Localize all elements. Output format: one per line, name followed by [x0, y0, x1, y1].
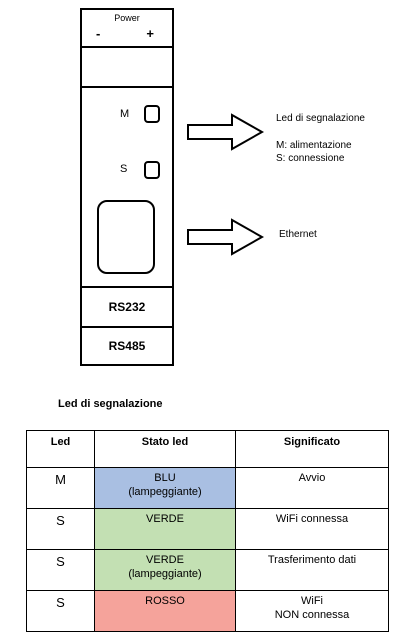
state-text: VERDE	[146, 554, 184, 566]
header-led: Led	[26, 430, 95, 468]
led-s-indicator	[144, 161, 160, 179]
rs232-section: RS232	[82, 288, 172, 328]
cell-state: BLU (lampeggiante)	[94, 467, 236, 509]
table-row: S VERDE WiFi connessa	[26, 508, 389, 550]
meaning-text: Avvio	[298, 472, 326, 484]
meaning-text: WiFi connessa	[275, 513, 349, 525]
ethernet-callout-label: Ethernet	[279, 229, 317, 240]
cell-state: VERDE	[94, 508, 236, 550]
table-row: S VERDE (lampeggiante) Trasferimento dat…	[26, 549, 389, 591]
led-callout-line-m: M: alimentazione	[276, 140, 352, 151]
led-callout-arrow	[187, 113, 265, 151]
power-plus-terminal: +	[146, 26, 154, 41]
cell-led: S	[26, 590, 95, 632]
led-m-indicator	[144, 105, 160, 123]
ethernet-port	[97, 200, 155, 274]
header-stato-led: Stato led	[94, 430, 236, 468]
state-text: VERDE	[146, 513, 184, 525]
cell-led: M	[26, 467, 95, 509]
cell-meaning: WiFi NON connessa	[235, 590, 389, 632]
cell-led: S	[26, 549, 95, 591]
state-text: BLU	[154, 472, 176, 484]
header-significato: Significato	[235, 430, 389, 468]
cell-led: S	[26, 508, 95, 550]
power-label: Power	[114, 13, 140, 23]
power-minus-terminal: -	[96, 26, 101, 41]
led-m-label: M	[120, 108, 130, 120]
state-subtext: (lampeggiante)	[128, 486, 202, 498]
led-callout-title: Led di segnalazione	[276, 113, 365, 124]
main-section: M S	[82, 88, 172, 288]
power-section: Power - +	[82, 10, 172, 48]
rs485-section: RS485	[82, 328, 172, 364]
device-module: Power - + M S RS232 RS485	[80, 8, 174, 366]
meaning-subtext: NON connessa	[274, 609, 350, 621]
meaning-text: WiFi	[301, 595, 323, 607]
blank-section	[82, 48, 172, 88]
rs232-label: RS232	[108, 300, 146, 314]
table-header-row: Led Stato led Significato	[26, 430, 389, 468]
state-text: ROSSO	[145, 595, 185, 607]
cell-meaning: Avvio	[235, 467, 389, 509]
table-title: Led di segnalazione	[58, 398, 163, 410]
led-callout-line-s: S: connessione	[276, 153, 345, 164]
cell-meaning: WiFi connessa	[235, 508, 389, 550]
cell-state: VERDE (lampeggiante)	[94, 549, 236, 591]
ethernet-callout-arrow	[187, 218, 265, 256]
table-row: S ROSSO WiFi NON connessa	[26, 590, 389, 632]
led-s-label: S	[120, 163, 128, 175]
state-subtext: (lampeggiante)	[128, 568, 202, 580]
meaning-text: Trasferimento dati	[267, 554, 357, 566]
cell-meaning: Trasferimento dati	[235, 549, 389, 591]
table-row: M BLU (lampeggiante) Avvio	[26, 467, 389, 509]
rs485-label: RS485	[108, 339, 146, 353]
led-status-table: Led Stato led Significato M BLU (lampegg…	[26, 430, 389, 632]
cell-state: ROSSO	[94, 590, 236, 632]
